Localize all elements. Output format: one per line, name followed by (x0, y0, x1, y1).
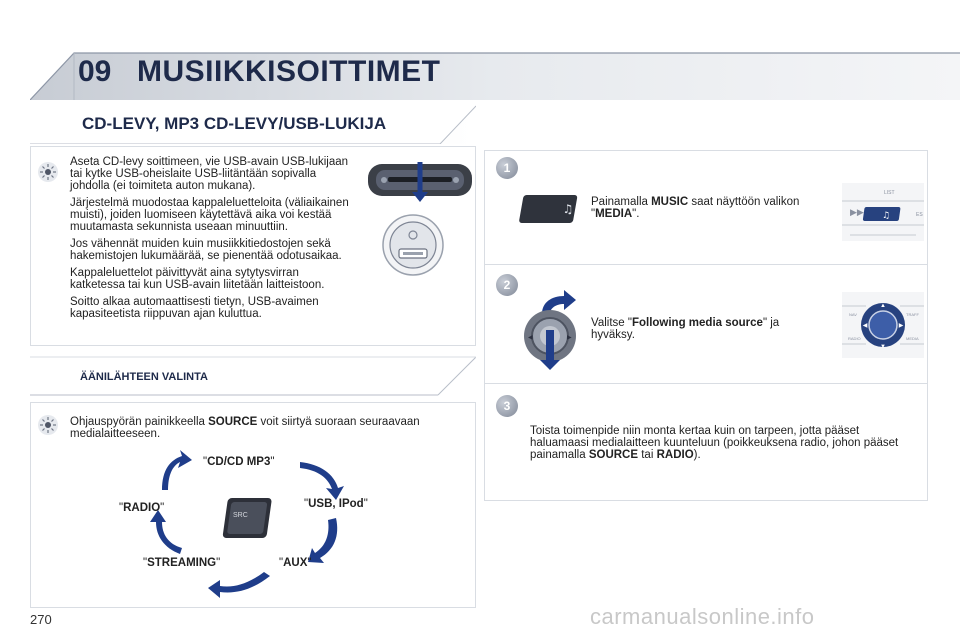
step-number-badge: 3 (496, 395, 518, 417)
step-number-badge: 1 (496, 157, 518, 179)
step-2-text-before: Valitse " (591, 317, 632, 329)
source-label-usb: "USB, IPod" (304, 498, 368, 510)
source-instruction: Ohjauspyörän painikkeella SOURCE voit si… (70, 416, 470, 440)
svg-text:▶: ▶ (899, 323, 904, 329)
step-number-badge: 2 (496, 274, 518, 296)
music-panel-illustration: ▶▶ ♫ (842, 183, 924, 241)
source-label-cd: "CD/CD MP3" (203, 456, 275, 468)
music-panel-label-list: LIST (884, 190, 895, 196)
source-label-streaming-text: STREAMING (147, 557, 217, 569)
nav-panel-label: NAV (849, 312, 857, 317)
section-title: CD-LEVY, MP3 CD-LEVY/USB-LUKIJA (82, 114, 387, 133)
intro-text: Aseta CD-levy soittimeen, vie USB-avain … (70, 156, 354, 325)
svg-text:▶▶: ▶▶ (850, 207, 864, 217)
nav-panel-label: TRAFF (906, 312, 919, 317)
source-label-radio-text: RADIO (123, 502, 161, 514)
music-panel-label-es: ES (916, 212, 923, 218)
step-3-bold-radio: RADIO (656, 449, 694, 461)
step-3-text-after: ). (693, 449, 701, 461)
section-title-decoration (30, 105, 476, 144)
source-text-after: voit siirtyä suoraan seuraavaan medialai… (70, 416, 420, 440)
step-3-text-before: Toista toimenpide niin monta kertaa kuin… (530, 425, 899, 461)
step-1-bold-music: MUSIC (651, 196, 689, 208)
step-1-text: Painamalla MUSIC saat näyttöön valikon "… (591, 196, 831, 220)
intro-paragraph: Aseta CD-levy soittimeen, vie USB-avain … (70, 156, 349, 192)
subsection-title-decoration (30, 356, 476, 396)
intro-paragraph: Kappaleluettelot päivittyvät aina sytyty… (70, 267, 325, 291)
step-1-text-after: ". (632, 208, 640, 220)
chapter-title: MUSIIKKISOITTIMET (137, 55, 441, 88)
step-1-bold-media: MEDIA (595, 208, 633, 220)
source-label-usb-text: USB, IPod (308, 498, 364, 510)
chapter-number: 09 (78, 55, 112, 88)
step-2-text-after: " ja hyväksy. (591, 317, 780, 341)
step-3-bold-source: SOURCE (588, 449, 639, 461)
svg-text:♫: ♫ (563, 202, 574, 216)
svg-text:♫: ♫ (882, 211, 890, 221)
page-number: 270 (30, 612, 52, 627)
source-label-radio: "RADIO" (119, 502, 165, 514)
lightbulb-icon (38, 162, 58, 182)
source-label-aux-text: AUX (283, 557, 308, 569)
svg-text:▼: ▼ (880, 344, 886, 350)
step-1-text-before: Painamalla (591, 196, 652, 208)
intro-paragraph: Soitto alkaa automaattisesti tietyn, USB… (70, 296, 319, 320)
step-3-text-mid: tai (638, 449, 657, 461)
step-2-bold-following: Following media source (631, 317, 763, 329)
source-label-aux: "AUX" (279, 557, 312, 569)
source-text-bold: SOURCE (208, 416, 258, 428)
nav-panel-label: MEDIA (906, 336, 919, 341)
intro-paragraph: Jos vähennät muiden kuin musiikkitiedost… (70, 238, 342, 262)
svg-text:▲: ▲ (880, 303, 886, 309)
step-divider (484, 264, 928, 265)
navigation-panel-illustration: ▲ ▼ ◀ ▶ (842, 292, 924, 358)
svg-text:▶: ▶ (567, 335, 572, 341)
step-divider (484, 383, 928, 384)
step-2-text: Valitse "Following media source" ja hyvä… (591, 317, 811, 341)
music-button-illustration: ♫ (519, 195, 578, 223)
source-label-streaming: "STREAMING" (143, 557, 221, 569)
step-3-text: Toista toimenpide niin monta kertaa kuin… (530, 425, 906, 461)
svg-text:◀: ◀ (863, 323, 868, 329)
source-label-cd-text: CD/CD MP3 (207, 456, 271, 468)
rotary-knob-illustration: ◀ ▶ (524, 290, 576, 370)
source-section-title: ÄÄNILÄHTEEN VALINTA (80, 371, 208, 383)
src-button-label: SRC (233, 512, 248, 519)
intro-paragraph: Järjestelmä muodostaa kappaleluetteloita… (70, 197, 349, 233)
watermark: carmanualsonline.info (590, 604, 815, 629)
step-1-text-mid: saat näyttöön valikon " (591, 196, 800, 220)
svg-text:◀: ◀ (528, 335, 533, 341)
nav-panel-label: RADIO (848, 336, 861, 341)
source-cycle-arrows (150, 450, 344, 598)
usb-port-illustration (382, 214, 444, 276)
lightbulb-icon (38, 415, 58, 435)
source-text-before: Ohjauspyörän painikkeella (70, 416, 209, 428)
cd-slot-illustration (368, 162, 472, 202)
chapter-header-bar (30, 52, 960, 100)
